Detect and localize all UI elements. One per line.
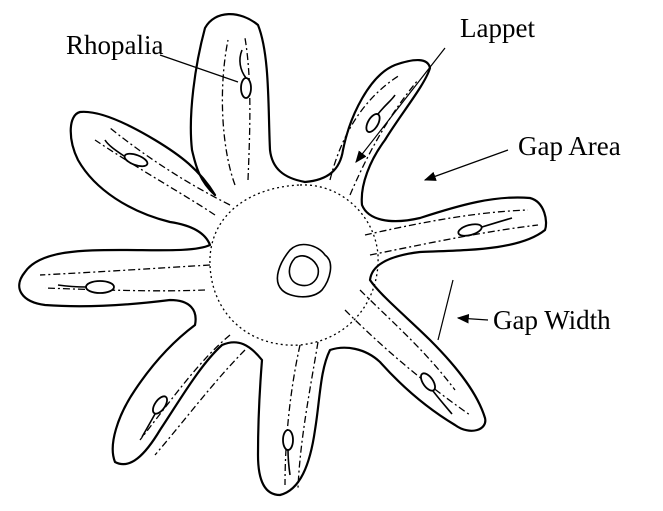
gap-width-pointer (458, 318, 488, 320)
gap-width-bracket (438, 280, 453, 340)
lappet-canals (40, 38, 538, 488)
rhopalia-marks (58, 50, 512, 475)
gap-area-pointer (425, 150, 508, 180)
lappet-label: Lappet (460, 15, 535, 42)
lappet-pointer (356, 48, 445, 162)
gap-width-label: Gap Width (493, 307, 611, 334)
central-ring (210, 185, 378, 345)
rhopalia-label: Rhopalia (66, 32, 163, 59)
gap-area-label: Gap Area (518, 133, 621, 160)
central-mouth (277, 245, 330, 297)
bell-outline (19, 14, 546, 495)
